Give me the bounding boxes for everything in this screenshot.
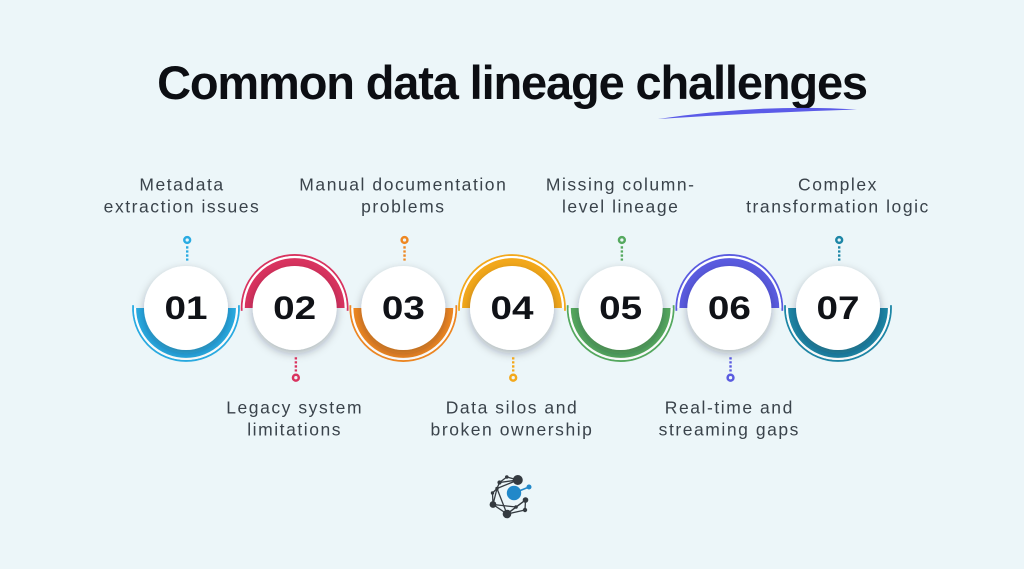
svg-text:04: 04 (491, 290, 534, 326)
svg-text:Common data lineage challenges: Common data lineage challenges (157, 56, 867, 109)
svg-text:transformation logic: transformation logic (746, 197, 930, 217)
svg-text:limitations: limitations (247, 420, 342, 440)
svg-text:02: 02 (273, 290, 316, 326)
svg-text:03: 03 (382, 290, 425, 326)
svg-text:level lineage: level lineage (562, 197, 679, 217)
svg-text:streaming gaps: streaming gaps (659, 420, 800, 440)
svg-text:Real-time and: Real-time and (665, 398, 794, 418)
svg-text:05: 05 (599, 290, 642, 326)
svg-text:broken ownership: broken ownership (431, 420, 594, 440)
svg-text:Legacy system: Legacy system (226, 398, 363, 418)
svg-text:07: 07 (817, 290, 860, 326)
svg-text:problems: problems (361, 197, 445, 217)
svg-text:Missing column-: Missing column- (546, 175, 696, 195)
svg-text:01: 01 (165, 290, 208, 326)
svg-text:Metadata: Metadata (139, 175, 224, 195)
svg-text:extraction issues: extraction issues (104, 197, 261, 217)
svg-text:06: 06 (708, 290, 751, 326)
svg-text:Data silos and: Data silos and (446, 398, 579, 418)
svg-text:Manual documentation: Manual documentation (299, 175, 507, 195)
svg-text:Complex: Complex (798, 175, 878, 195)
